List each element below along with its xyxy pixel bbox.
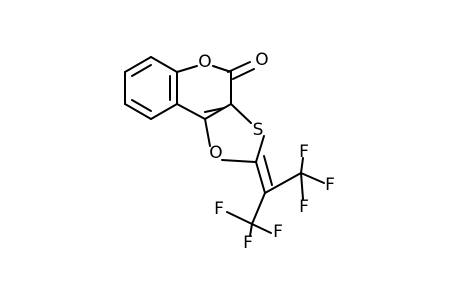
bond [300, 157, 304, 174]
bond-double-inner [131, 99, 152, 112]
bond [150, 56, 178, 73]
bond [204, 103, 232, 120]
bond [300, 172, 325, 184]
bond [300, 172, 304, 200]
sulfur-label: S [253, 120, 264, 140]
bond [221, 159, 257, 163]
bond-double-inner [131, 64, 152, 77]
bond [249, 223, 253, 237]
bond [124, 103, 152, 120]
bond-double-inner [204, 107, 225, 113]
bond [251, 192, 266, 225]
fluorine-label: F [273, 222, 283, 242]
atom-labels: O O S O F F F F F F [198, 50, 335, 253]
bond [264, 172, 302, 194]
bond [124, 56, 152, 73]
bond [176, 65, 198, 73]
fluorine-label: F [299, 142, 309, 162]
bond [176, 103, 206, 120]
bond [226, 211, 253, 225]
bonds [124, 56, 325, 237]
bond [263, 155, 273, 186]
bond [204, 118, 211, 147]
fluorine-label: F [325, 175, 335, 195]
bond [251, 223, 272, 234]
bond [227, 61, 251, 73]
oxygen-carbonyl-label: O [255, 50, 268, 70]
oxygen-ring-label: O [198, 52, 211, 72]
bond [230, 103, 252, 124]
bond [255, 161, 266, 194]
bond [255, 135, 265, 163]
fluorine-label: F [243, 233, 253, 253]
bond [150, 103, 178, 120]
fluorine-label: F [299, 197, 309, 217]
bond [232, 68, 255, 80]
fluorine-label: F [214, 199, 224, 219]
oxygen-ring-label-2: O [209, 143, 222, 163]
